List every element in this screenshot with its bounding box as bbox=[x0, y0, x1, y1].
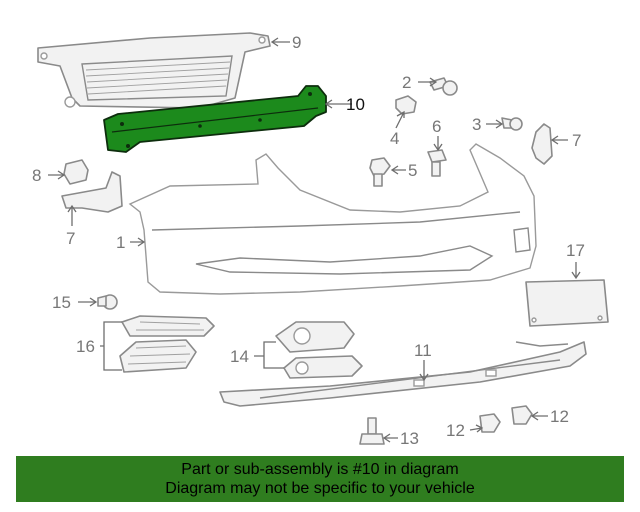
part-12-screws bbox=[479, 405, 533, 433]
part-15-bolt bbox=[97, 294, 118, 310]
part-9-grille-support bbox=[37, 32, 271, 109]
notice-line-part: Part or sub-assembly is #10 in diagram bbox=[181, 461, 459, 478]
part-10-bumper-reinforcement bbox=[103, 85, 327, 153]
part-8-sensor bbox=[63, 159, 89, 185]
part-14-fog-bezels bbox=[275, 321, 363, 379]
callout-8: 8 bbox=[32, 166, 41, 185]
callout-1: 1 bbox=[116, 233, 125, 252]
callout-labels: 9 10 2 4 3 7 6 5 8 7 1 17 15 16 14 11 12… bbox=[32, 33, 585, 448]
callout-7-left: 7 bbox=[66, 229, 75, 248]
notice-line-disclaimer: Diagram may not be specific to your vehi… bbox=[165, 480, 475, 497]
callout-9: 9 bbox=[292, 33, 301, 52]
callout-4: 4 bbox=[390, 129, 399, 148]
leader-lines bbox=[48, 37, 581, 443]
diagram-notice-banner: Part or sub-assembly is #10 in diagram D… bbox=[16, 456, 624, 502]
callout-2: 2 bbox=[402, 73, 411, 92]
callout-7-right: 7 bbox=[572, 131, 581, 150]
callout-15: 15 bbox=[52, 293, 71, 312]
callout-10: 10 bbox=[346, 95, 365, 114]
part-6-bolt bbox=[427, 149, 447, 177]
part-16-fog-grilles bbox=[119, 315, 215, 373]
callout-16: 16 bbox=[76, 337, 95, 356]
callout-6: 6 bbox=[432, 117, 441, 136]
callout-3: 3 bbox=[472, 115, 481, 134]
part-3-push-pin bbox=[501, 117, 523, 131]
part-13-bolt bbox=[359, 417, 385, 445]
callout-12-right: 12 bbox=[550, 407, 569, 426]
callout-13: 13 bbox=[400, 429, 419, 448]
part-11-lower-valance bbox=[219, 341, 587, 407]
part-7-right-bracket bbox=[531, 123, 553, 165]
callout-12-left: 12 bbox=[446, 421, 465, 440]
part-1-bumper-cover bbox=[128, 143, 537, 295]
callout-5: 5 bbox=[408, 161, 417, 180]
part-5-clip bbox=[369, 157, 391, 187]
callout-17: 17 bbox=[566, 241, 585, 260]
part-17-license-bracket bbox=[525, 279, 609, 327]
callout-11: 11 bbox=[414, 341, 432, 360]
part-4-nut bbox=[395, 95, 417, 115]
callout-14: 14 bbox=[230, 347, 249, 366]
bumper-parts-diagram: 9 10 2 4 3 7 6 5 8 7 1 17 15 16 14 11 12… bbox=[32, 32, 609, 448]
